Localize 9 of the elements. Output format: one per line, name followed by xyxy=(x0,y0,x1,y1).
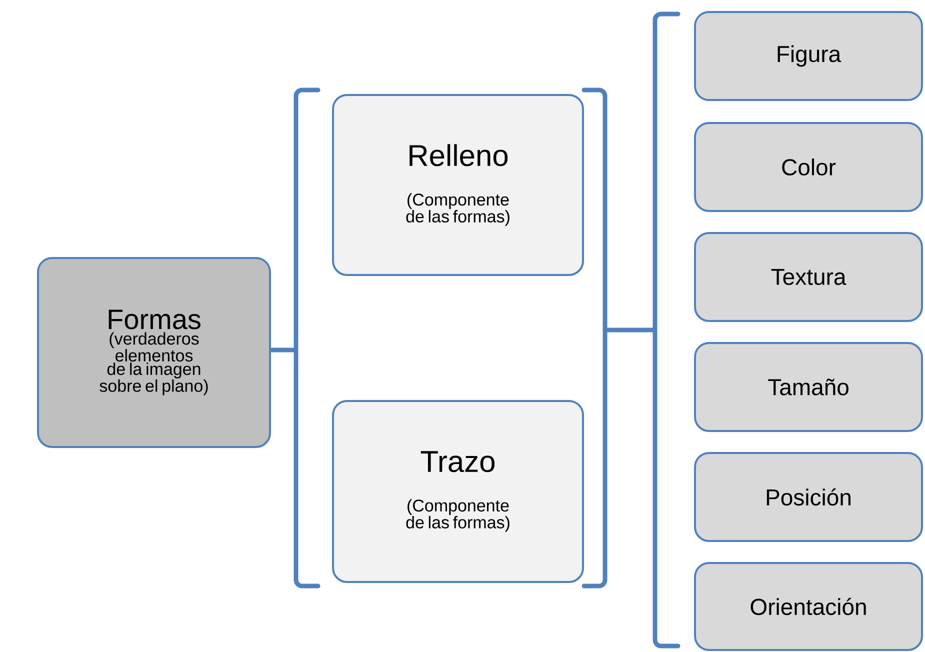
concept-box: Formas (verdaderos elementos de la imagen sobre el plano) xyxy=(37,257,271,448)
attribute-box: Textura xyxy=(694,232,923,322)
component-box: Trazo (Componente de las formas) xyxy=(332,400,584,583)
attribute-box: Posición xyxy=(694,452,923,542)
attribute-box: Orientación xyxy=(694,562,923,651)
attribute-box: Color xyxy=(694,122,923,212)
component-box: Relleno (Componente de las formas) xyxy=(332,94,584,276)
attribute-box: Tamaño xyxy=(694,342,923,432)
attribute-box: Figura xyxy=(694,11,923,101)
